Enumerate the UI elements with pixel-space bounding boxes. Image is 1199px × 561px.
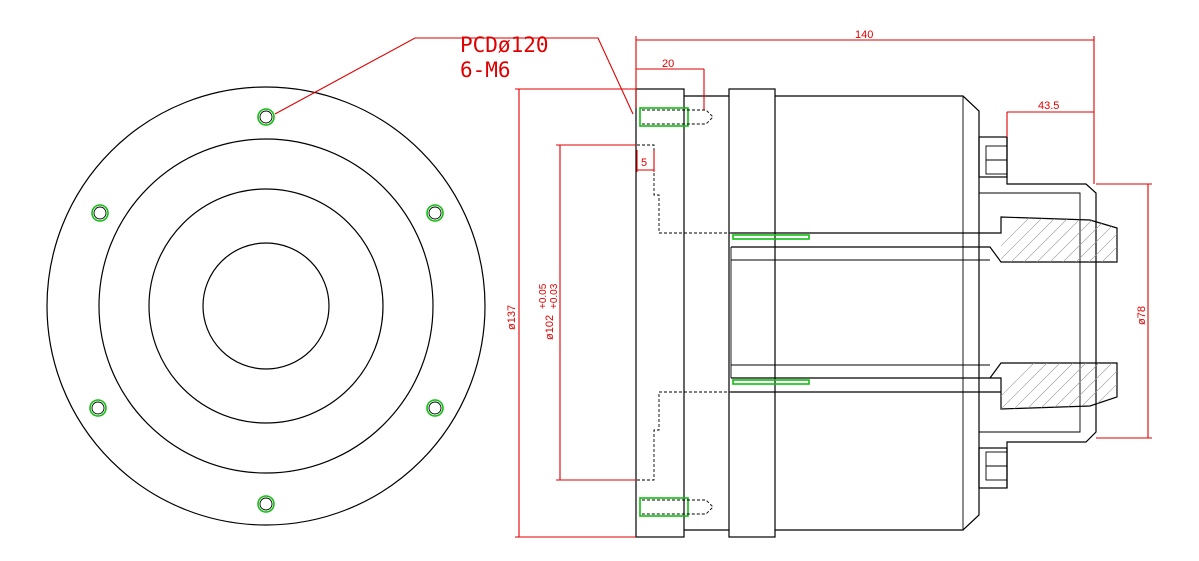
flange-plate — [635, 88, 685, 538]
dim-137-label: ø137 — [506, 305, 518, 330]
dimensions: 140 20 43.5 5 ø137 ø102 +0.05 +0.03 ø78 — [506, 29, 1152, 538]
front-hub-circle — [148, 188, 384, 424]
bolt-hole — [91, 204, 109, 222]
pcd-leader-line — [274, 37, 634, 115]
key-bottom — [732, 379, 810, 385]
bolt-hole-inner — [93, 206, 107, 220]
bolt-hole — [257, 495, 275, 513]
thread-outline — [639, 107, 689, 127]
front-outer-circle — [46, 86, 486, 526]
hub-inner-outline — [979, 192, 1081, 433]
hole-hidden — [642, 109, 714, 125]
dim-102-label: ø102 — [544, 315, 556, 340]
bolt-hole — [257, 108, 275, 126]
tapped-hole-top — [639, 107, 714, 127]
front-view: PCDø120 6-M6 — [46, 33, 634, 526]
clamp-ring — [728, 88, 776, 538]
bolt-hole — [426, 399, 444, 417]
bolt-head-top — [978, 136, 1008, 178]
hatch-lines — [1001, 217, 1117, 262]
bolt-head-body — [978, 136, 1008, 178]
dim-102-tol-upper: +0.05 — [538, 283, 549, 309]
front-pilot-circle — [98, 138, 434, 474]
hidden-recess-top — [637, 144, 731, 234]
side-view — [635, 88, 1118, 538]
dim-5-label: 5 — [641, 157, 647, 169]
dim-43-5-label: 43.5 — [1038, 100, 1059, 112]
thread-outline — [639, 497, 689, 517]
cone-upper — [731, 216, 1118, 263]
key-top — [732, 234, 810, 240]
dim-78-label: ø78 — [1136, 306, 1148, 325]
bolt-hole-inner — [428, 206, 442, 220]
bolt-hole-inner — [91, 401, 105, 415]
bolt-hole — [426, 204, 444, 222]
bolt-holes — [89, 108, 444, 513]
hatch-lines — [1001, 363, 1117, 409]
hidden-recess-bottom — [637, 391, 731, 481]
bolt-hole-inner — [259, 110, 273, 124]
hole-hidden — [642, 499, 714, 515]
dim-20-label: 20 — [662, 58, 674, 70]
hub-outline — [1006, 137, 1097, 488]
cone-lower — [731, 362, 1118, 410]
bolt-hole-inner — [428, 401, 442, 415]
bolt-hole-inner — [259, 497, 273, 511]
thread-callout-label: 6-M6 — [460, 58, 511, 82]
main-body — [775, 95, 980, 531]
tapped-hole-bottom — [639, 497, 714, 517]
pcd-callout-label: PCDø120 — [460, 33, 549, 57]
hatch-lower — [1001, 363, 1117, 409]
front-bore-circle — [202, 242, 330, 370]
dim-102-tol-lower: +0.03 — [549, 283, 560, 309]
bolt-hole — [89, 399, 107, 417]
dim-140-label: 140 — [855, 29, 873, 41]
hatch-upper — [1001, 217, 1117, 262]
bolt-head-bottom — [978, 447, 1008, 489]
bolt-head-body — [978, 447, 1008, 489]
